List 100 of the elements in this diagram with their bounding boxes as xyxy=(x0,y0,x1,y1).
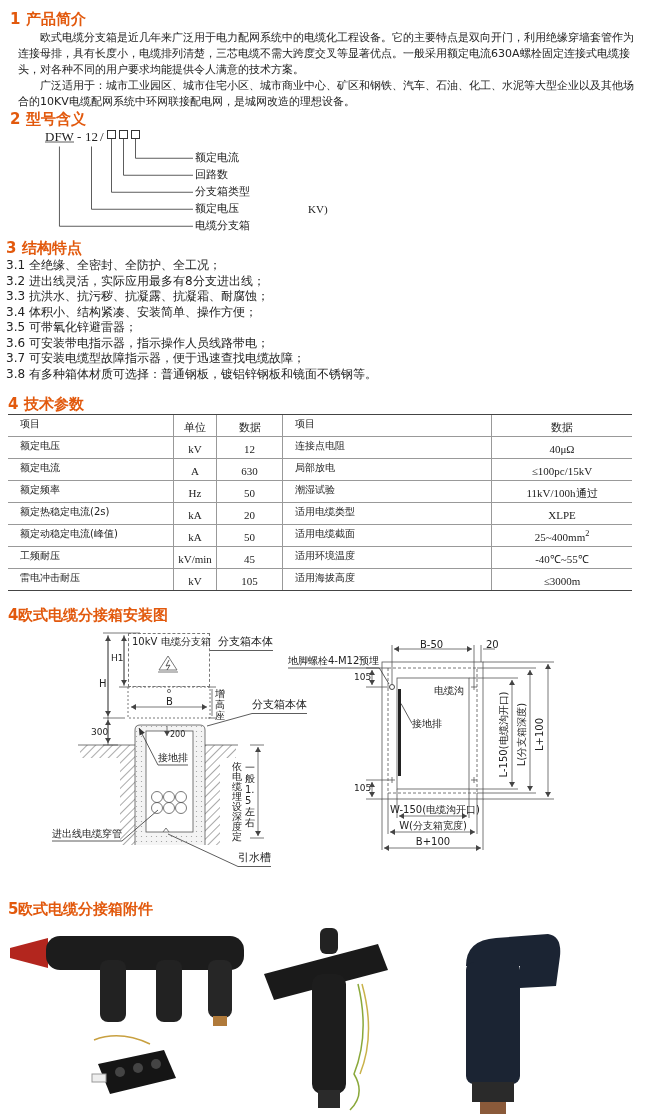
paragraph: 欧式电缆分支箱是近几年来广泛用于电力配网系统中的电缆化工程设备。它的主要特点是双向开门，利用绝缘穿墙套管作为连接母排，具有长度小，电缆排列清楚，三芯电缆不需大跨度交叉等显著优点。一般采用额定电流630A螺栓固定连接式电缆接头，对各种不同的用户要求均能提供令人满意的技术方案。 xyxy=(18,30,635,78)
table-cell-text: 25~400mm$^{2}$ xyxy=(534,528,590,545)
dimension-label: B xyxy=(166,695,173,709)
table-header: 数据 xyxy=(551,419,573,435)
table-cell-text: 50 xyxy=(244,529,255,545)
table-cell-text: 雷电冲击耐压 xyxy=(20,571,81,585)
table-cell-text: 12 xyxy=(244,441,255,457)
callout-label: 分支箱本体 xyxy=(218,634,273,651)
table-cell-text: 额定电压 xyxy=(20,439,61,453)
table-cell-text: -40℃~55℃ xyxy=(535,551,589,567)
table-cell-text: 适用海拔高度 xyxy=(295,571,356,585)
leader-line xyxy=(123,138,194,176)
dimension-label: L(分支箱深度) xyxy=(514,701,528,769)
dimension-label: 一般1.5左右 xyxy=(245,762,255,828)
callout-label: 进出线电缆穿管 xyxy=(52,826,122,841)
callout-label: 分支箱类型 xyxy=(195,184,250,201)
section-heading: 2 型号含义 xyxy=(10,109,86,130)
table-cell-text: 额定电流 xyxy=(20,461,61,475)
table-cell-text: 额定动稳定电流(峰值) xyxy=(20,527,119,541)
cabinet-outline: 10kV 电缆分支箱 xyxy=(128,633,210,687)
list-item: 3.8 有多种箱体材质可选择：普通钢板，镀铝锌钢板和镜面不锈钢等。 xyxy=(6,366,377,382)
leader-line xyxy=(135,138,194,159)
dimension-label: 依电缆埋设深度定 xyxy=(232,762,242,842)
section-heading: 3 结构特点 xyxy=(6,238,82,259)
table-cell-text: 局部放电 xyxy=(295,461,336,475)
model-code-part: 12 xyxy=(85,127,98,147)
table-cell-text: Hz xyxy=(188,485,202,501)
dimension-label: L-150(电缆沟开口) xyxy=(496,690,510,780)
list-item: 3.3 抗洪水、抗污秽、抗凝露、抗凝霜、耐腐蚀； xyxy=(6,289,270,305)
leader-line xyxy=(206,713,308,727)
leader-line xyxy=(287,667,390,685)
section-heading: 1 产品简介 xyxy=(10,9,86,30)
paragraph: 广泛适用于：城市工业园区、城市住宅小区、城市商业中心、矿区和钢铁、汽车、石油、化工、水泥等大型企业以及其他场合的10KV电缆配网系统中环网联接配电网，是城网改造的理想设备。 xyxy=(18,78,635,110)
leader-line xyxy=(51,809,159,842)
table-cell-text: 额定热稳定电流(2s) xyxy=(20,505,111,519)
callout-label: 分支箱本体 xyxy=(252,697,307,714)
table-cell-text: kV xyxy=(188,441,202,457)
list-item: 3.5 可带氧化锌避雷器； xyxy=(6,320,138,336)
leader-line xyxy=(400,703,413,724)
table-cell-text: 适用电缆截面 xyxy=(295,527,356,541)
table-cell-text: 20 xyxy=(244,507,255,523)
dimension-label: H1 xyxy=(111,652,124,665)
table-cell-text: ≤3000m xyxy=(543,573,581,589)
leader-line xyxy=(167,833,272,867)
callout-label: 回路数 xyxy=(195,167,228,184)
leader-line xyxy=(111,138,194,193)
dimension-label: 105 xyxy=(354,671,372,684)
model-code-placeholder-box xyxy=(131,130,140,139)
table-cell-text: 适用环境温度 xyxy=(295,549,356,563)
dimension-label: W(分支箱宽度) xyxy=(398,819,468,833)
note-text: KV) xyxy=(308,202,328,217)
callout-label: 接地排 xyxy=(412,716,442,731)
dimension-label: 增高座 xyxy=(215,688,225,721)
list-item: 3.2 进出线灵活，实际应用最多有8分支进出线； xyxy=(6,273,266,289)
table-cell-text: 50 xyxy=(244,485,255,501)
dimension-label: B-50 xyxy=(420,638,444,652)
table-cell-text: 40μΩ xyxy=(549,441,575,457)
table-header: 项目 xyxy=(20,417,41,431)
table-cell-text: ≤100pc/15kV xyxy=(531,463,593,479)
model-code-separator: / xyxy=(100,128,104,146)
table-cell-text: 额定频率 xyxy=(20,483,61,497)
model-code-placeholder-box xyxy=(119,130,128,139)
table-cell-text: kA xyxy=(188,507,202,523)
list-item: 3.1 全绝缘、全密封、全防护、全工况； xyxy=(6,258,222,274)
table-cell-text: kA xyxy=(188,529,202,545)
callout-label: 接地排 xyxy=(158,750,188,765)
table-cell-text: kV xyxy=(188,573,202,589)
callout-label: 引水槽 xyxy=(238,850,271,867)
section-heading: 4 技术参数 xyxy=(8,394,84,415)
table-header: 项目 xyxy=(295,417,316,431)
callout-label: 额定电流 xyxy=(195,150,239,167)
dimension-label: 20 xyxy=(486,638,499,652)
dimension-label: 300 xyxy=(91,726,109,739)
list-item: 3.7 可安装电缆型故障指示器，便于迅速查找电缆故障； xyxy=(6,351,306,367)
table-cell-text: 潮湿试验 xyxy=(295,483,336,497)
callout-label: 地脚螺栓4-M12预埋 xyxy=(288,653,380,668)
table-cell-text: 45 xyxy=(244,551,255,567)
callout-label: 额定电压 xyxy=(195,201,239,218)
leader-line xyxy=(91,146,194,210)
dimension-label: 105 xyxy=(354,782,372,795)
model-code-separator: - xyxy=(77,128,82,146)
table-cell-text: kV/min xyxy=(178,551,212,567)
table-cell-text: 630 xyxy=(241,463,258,479)
model-code-part: DFW xyxy=(45,127,74,147)
section-heading: 4欧式电缆分接箱安装图 xyxy=(8,605,169,626)
dimension-label: L+100 xyxy=(532,717,546,754)
callout-label: 电缆分支箱 xyxy=(195,218,250,235)
table-cell-text: 连接点电阻 xyxy=(295,439,346,453)
table-cell-text: XLPE xyxy=(548,507,576,523)
trench-label: 电缆沟 xyxy=(434,684,464,698)
table-header: 单位 xyxy=(184,419,206,435)
dimension-label: B+100 xyxy=(414,835,452,849)
dimension-label: H xyxy=(99,677,107,691)
table-cell-text: 适用电缆类型 xyxy=(295,505,356,519)
table-cell-text: 工频耐压 xyxy=(20,549,61,563)
grounding-bar xyxy=(398,689,401,776)
table-header: 数据 xyxy=(238,419,261,435)
list-item: 3.4 体积小、结构紧凑、安装简单、操作方便； xyxy=(6,304,258,320)
table-cell-text: 105 xyxy=(241,573,258,589)
table-cell-text: A xyxy=(191,463,199,479)
